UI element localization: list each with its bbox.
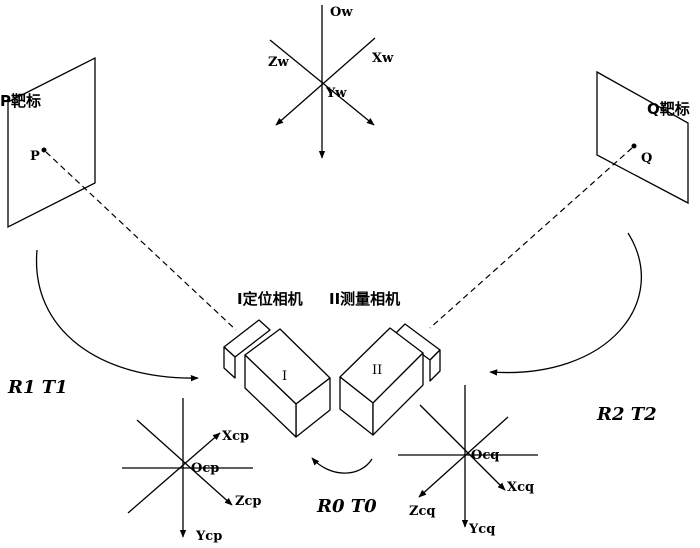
camera-i	[223, 319, 331, 438]
q-point-dot	[631, 143, 637, 149]
cq-frame	[398, 385, 538, 528]
cq-x-axis	[419, 404, 506, 491]
r2-t2-arrow	[489, 232, 642, 376]
cq-z-label: Zcq	[409, 504, 436, 519]
camera-i-lens-front	[223, 346, 236, 379]
q-target-plane	[596, 70, 689, 205]
camera-ii	[339, 323, 441, 436]
q-point-label: Q	[641, 151, 652, 166]
cq-z-axis	[418, 416, 509, 498]
world-x-label: Xw	[372, 51, 394, 66]
cp-z-axis	[136, 419, 233, 506]
r0-t0-arrow	[311, 457, 373, 474]
cp-x-axis	[127, 432, 221, 514]
camera-i-body-front	[244, 354, 297, 438]
p-target-plane	[7, 56, 96, 229]
world-frame	[269, 5, 376, 159]
camera-i-title: I定位相机	[237, 290, 303, 308]
world-y-label: Yw	[325, 86, 347, 101]
cq-origin-label: Ocq	[471, 448, 499, 463]
camera-ii-lens-front	[429, 349, 441, 382]
camera-ii-title: II测量相机	[329, 290, 400, 308]
r2-t2-label: R2 T2	[596, 404, 657, 425]
cp-y-label: Ycp	[195, 529, 222, 544]
q-sight-line	[429, 147, 633, 329]
camera-i-roman-label: I	[282, 369, 287, 384]
world-origin-label: Ow	[330, 5, 353, 20]
camera-ii-body-front	[372, 352, 424, 436]
p-sight-line	[45, 151, 237, 331]
cq-y-label: Ycq	[468, 522, 495, 537]
world-xw-axis	[269, 39, 375, 126]
p-point-label: P	[30, 149, 40, 164]
q-target-label: Q靶标	[647, 100, 690, 118]
cp-origin-label: Ocp	[191, 461, 219, 476]
cp-frame	[122, 398, 253, 538]
world-zw-axis	[275, 37, 376, 126]
r1-t1-arrow	[35, 249, 199, 382]
cp-z-label: Zcp	[235, 494, 262, 509]
p-target-label: P靶标	[0, 92, 41, 110]
camera-ii-roman-label: II	[372, 363, 382, 378]
world-z-label: Zw	[268, 55, 289, 70]
r0-t0-label: R0 T0	[316, 496, 377, 517]
cq-x-label: Xcq	[507, 480, 534, 495]
p-point-dot	[41, 147, 47, 153]
cp-x-label: Xcp	[222, 429, 249, 444]
r1-t1-label: R1 T1	[7, 377, 68, 398]
